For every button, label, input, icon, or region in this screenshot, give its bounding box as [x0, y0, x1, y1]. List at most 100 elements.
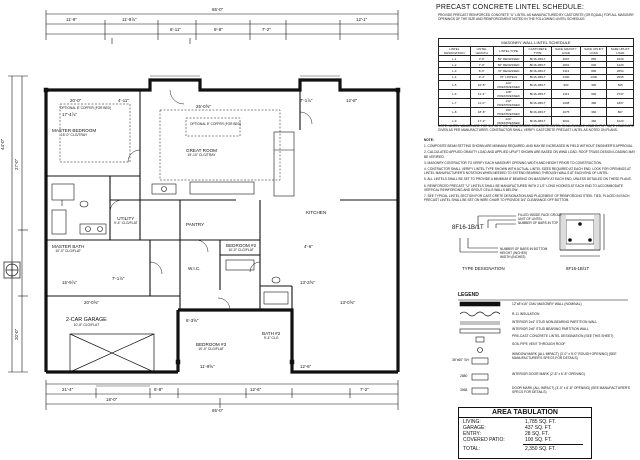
table-cell: 900 [579, 88, 608, 99]
room-utility: UTILITY 9'-4" CLG/FLAT [114, 216, 138, 226]
lintel-callout: UNIT OF LINTEL [518, 217, 543, 221]
dim-top-d: 9'-8" [214, 27, 223, 32]
table-header-cell: CASTCRETE TYPE [523, 46, 552, 56]
note-optional-coffer: OPTIONAL 8" COFFER (FOR BED) [60, 106, 111, 110]
legend-symbols [459, 301, 501, 395]
dim-top-b: 11'-9⅞" [122, 17, 137, 22]
schedule-footnote: NOTE: LINTEL VALUES ARE FOR 3/4" AT 0" O… [438, 124, 634, 132]
table-cell: 11'-0" [469, 97, 494, 108]
dim-mid-f: 13'-0⅝" [340, 300, 355, 305]
dim-bottom-overall: 65'-0" [212, 408, 224, 413]
room-master-bath-size: 10'-0" CLG/FLAT [55, 249, 81, 253]
dim-mid-a: 15'-9⅞" [62, 280, 77, 285]
lintel-callout: HEIGHT (INCHES) [500, 251, 528, 255]
table-cell: 2737 [606, 88, 634, 99]
dim-top-f: 12'-1" [356, 17, 368, 22]
dim-br3: 11'-9⅝" [200, 364, 215, 369]
note-item: 3. MASONRY CONTRACTOR TO VERIFY EACH MAS… [424, 160, 602, 165]
lintel-designation-detail [459, 213, 605, 257]
table-cell: 807 [606, 106, 634, 117]
lintel-caption-right: 8F16-1B/1T [566, 266, 590, 271]
room-garage-name: 2-CAR GARAGE [66, 317, 107, 323]
table-cell: 8F16-1B/1T [523, 79, 552, 90]
note-optional-coffer-2: OPTIONAL 8" COFFER (FOR BED) [190, 122, 241, 126]
note-item: 1. COMPOSITE BEAM SETTING SHOWN ARE MINI… [424, 144, 634, 149]
dim-row2-b: 4'-11" [118, 98, 129, 103]
dim-top-c: 6'-11" [170, 27, 181, 32]
lintel-designation-code: 8F16-1B/1T [452, 225, 484, 231]
room-utility-name: UTILITY [117, 216, 135, 221]
dim-left-b: 20'-0" [14, 328, 19, 340]
area-row-label: COVERED PATIO: [463, 437, 505, 443]
dim-mid-e: 4'-6" [304, 244, 313, 249]
table-cell: 8F16-1B/1T [523, 106, 552, 117]
area-row-label: ENTRY: [463, 431, 481, 437]
dim-left-a: 27'-0" [14, 158, 19, 170]
legend-item: PRE-CAST CONCRETE LINTEL DESIGNATION (SE… [512, 334, 614, 338]
room-master-bath-name: MASTER BATH [52, 244, 85, 249]
dim-row2-c: 7'-1⅞" [300, 98, 313, 103]
area-tabulation: AREA TABULATION LIVING: 1,785 SQ. FT. GA… [458, 407, 592, 459]
area-row-label: LIVING: [463, 419, 481, 425]
room-utility-size: 9'-4" CLG/FLAT [114, 221, 138, 225]
legend-symbol-label: 36"x60" SH [452, 358, 469, 362]
table-cell: 2095 [606, 73, 634, 81]
legend-item: WINDOW MARK (ALL IMPACT) (3'-0" x 5'-0" … [512, 352, 617, 360]
area-row: LIVING: 1,785 SQ. FT. [463, 419, 587, 425]
table-cell: 8F16-1B/1T [523, 88, 552, 99]
legend-item: INTERIOR 2x6" STUD BEARING PARTITION WAL… [512, 327, 589, 331]
note-item: 6. REINFORCED PRECAST "U" LINTELS SHALL … [424, 183, 623, 192]
table-cell: 460 [579, 115, 608, 126]
legend-item: INTERIOR DOOR MARK (2'-8" x 6'-8" OPENIN… [512, 372, 585, 376]
lintel-callout: FILLED INSIDE FACE GROUT [518, 213, 562, 217]
legend-item: SOIL PIPE VENT THROUGH ROOF [512, 342, 566, 346]
room-bedroom-2-name: BEDROOM #2 [226, 243, 257, 248]
area-total-rule [523, 444, 583, 445]
legend-symbol-label: 2880 [460, 374, 468, 378]
room-bath-2-name: BATH #2 [262, 331, 281, 336]
dim-top-e: 7'-2" [262, 27, 271, 32]
table-header-cell: LINTEL LENGTH [469, 46, 494, 56]
dim-top-a: 11'-9" [66, 17, 77, 22]
area-row-value: 1,785 SQ. FT. [525, 419, 556, 425]
dim-bottom-e: 7'-2" [360, 387, 369, 392]
room-bath-2: BATH #2 9'-4" CLG [262, 331, 280, 341]
table-cell: 900 [550, 79, 582, 90]
dim-left-overall: 44'-0" [0, 138, 5, 150]
table-cell: 1020 [606, 115, 634, 126]
table-cell: 128" PRESTRESSED [492, 88, 525, 99]
table-cell: 224" PRESTRESSED [492, 115, 525, 126]
legend-item: 12"x8"x16" CMU MASONRY WALL (NOMINAL) [512, 302, 582, 306]
room-wic: W.I.C. [188, 266, 201, 271]
lintel-caption-left: TYPE DESIGNATION [462, 266, 505, 271]
legend-line [458, 299, 628, 301]
area-row-label: GARAGE: [463, 425, 486, 431]
lintel-schedule-caption: MASONRY WALL LINTEL SCHEDULE [438, 38, 634, 46]
table-cell: 505 [606, 79, 634, 90]
room-bath-2-size: 9'-4" CLG [263, 336, 279, 340]
area-row: ENTRY: 28 SQ. FT. [463, 431, 587, 437]
room-bedroom-3: BEDROOM #3 10'-0" CLG/FLAT [196, 342, 226, 352]
table-header-cell: SAFE UPLIFT LOAD [579, 46, 608, 56]
room-garage-size: 10'-8" CLG/FLAT [73, 323, 100, 327]
room-garage: 2-CAR GARAGE 10'-8" CLG/FLAT [66, 317, 107, 328]
room-bedroom-3-name: BEDROOM #3 [196, 342, 227, 347]
lintel-callout: NUMBER OF BARS IN TOP [518, 221, 559, 225]
table-cell: 300 [579, 79, 608, 90]
room-bedroom-3-size: 10'-0" CLG/FLAT [198, 347, 224, 351]
lintel-schedule-table: MASONRY WALL LINTEL SCHEDULE LINTEL DESI… [438, 38, 634, 126]
note-item: 2. CALCULATED APPLIED GRAVITY LOAD AND A… [424, 150, 636, 159]
dim-top-overall: 65'-0" [212, 7, 224, 12]
table-cell: 1807 [606, 97, 634, 108]
table-cell: 380 [579, 97, 608, 108]
table-cell: 76" LINTELS [492, 73, 525, 81]
table-cell: L-5 [438, 79, 471, 90]
area-row-value: 2,350 SQ. FT. [525, 446, 556, 452]
legend-item: DOOR MARK (ALL IMPACT) (3'-0" x 6'-8" OP… [512, 386, 630, 394]
area-row-total: TOTAL: 2,350 SQ. FT. [463, 446, 587, 452]
